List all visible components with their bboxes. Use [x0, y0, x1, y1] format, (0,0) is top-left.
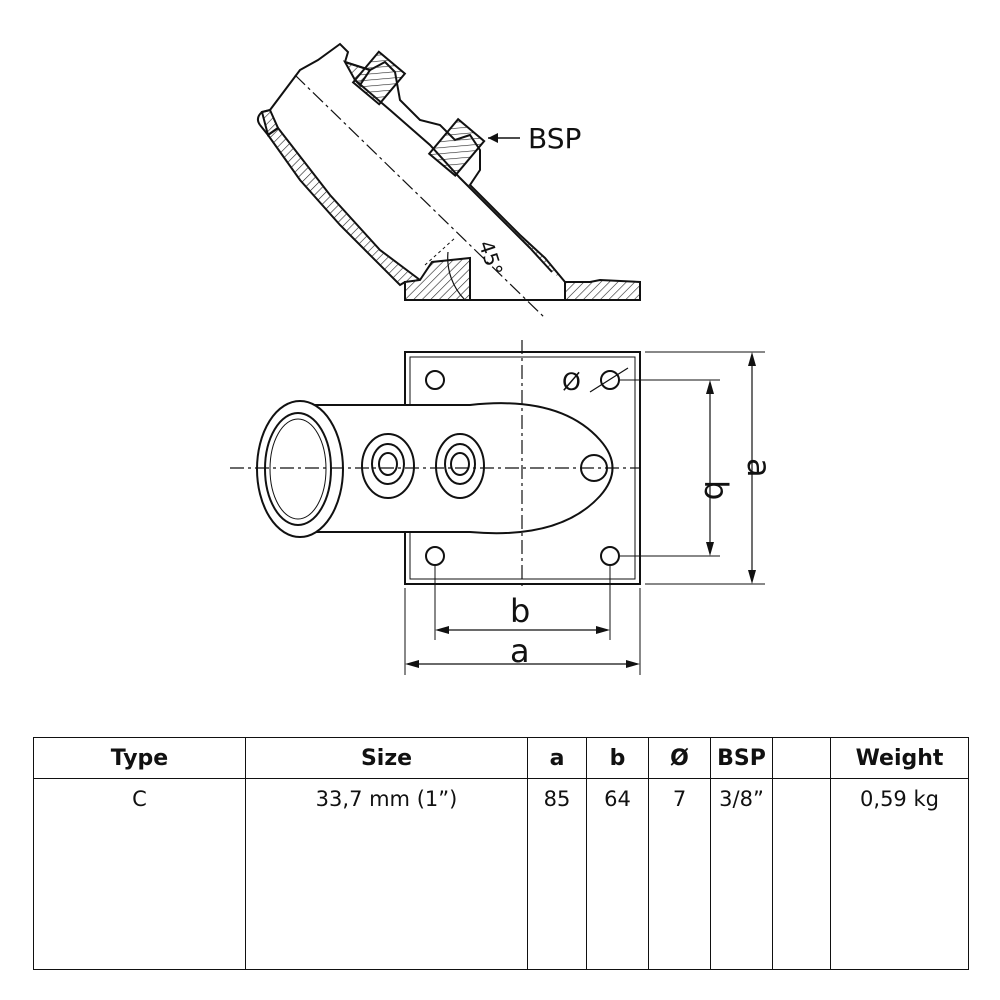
tube-end-inner [264, 412, 332, 526]
diameter-leader [589, 367, 629, 393]
dim-b-vertical: b [697, 480, 735, 500]
cell-bsp: 3/8” [710, 778, 773, 970]
tube-centerline [294, 74, 546, 319]
header-empty [772, 737, 831, 779]
side-view [256, 42, 641, 319]
dim-a-horizontal: a [510, 632, 530, 670]
header-type: Type [33, 737, 246, 779]
hole-top-right [600, 370, 620, 390]
technical-drawing: BSP 45° [230, 42, 778, 675]
angle-arc [447, 251, 466, 301]
bsp-callout: BSP [528, 122, 581, 155]
plan-view [230, 340, 765, 675]
header-a: a [527, 737, 587, 779]
spec-table: Type Size a b Ø BSP Weight C 33,7 mm (1”… [33, 737, 969, 970]
hole-bottom-left [425, 546, 445, 566]
cell-b: 64 [586, 778, 649, 970]
cell-diameter: 7 [648, 778, 711, 970]
cell-size: 33,7 mm (1”) [245, 778, 528, 970]
hole-top-left [425, 370, 445, 390]
hole-diameter-label: Ø [562, 368, 581, 396]
header-b: b [586, 737, 649, 779]
boss-right [435, 433, 485, 499]
cell-type: C [33, 778, 246, 970]
boss-upper [351, 50, 407, 106]
cell-a: 85 [527, 778, 587, 970]
table-row: C 33,7 mm (1”) 85 64 7 3/8” 0,59 kg [33, 778, 969, 970]
header-diameter: Ø [648, 737, 711, 779]
boss-left [361, 433, 415, 499]
table-header-row: Type Size a b Ø BSP Weight [33, 737, 969, 779]
header-weight: Weight [830, 737, 969, 779]
cell-empty [772, 778, 831, 970]
cell-weight: 0,59 kg [830, 778, 969, 970]
hole-bottom-right [600, 546, 620, 566]
base-plate-right [564, 278, 641, 301]
header-bsp: BSP [710, 737, 773, 779]
header-size: Size [245, 737, 528, 779]
tube-left-wall [269, 42, 350, 111]
dimension-lines [408, 355, 753, 665]
tube-end-outer [256, 400, 344, 538]
dim-b-horizontal: b [510, 592, 530, 630]
angle-label: 45° [474, 238, 508, 279]
dim-a-vertical: a [740, 458, 778, 478]
boss-lower [427, 117, 486, 177]
